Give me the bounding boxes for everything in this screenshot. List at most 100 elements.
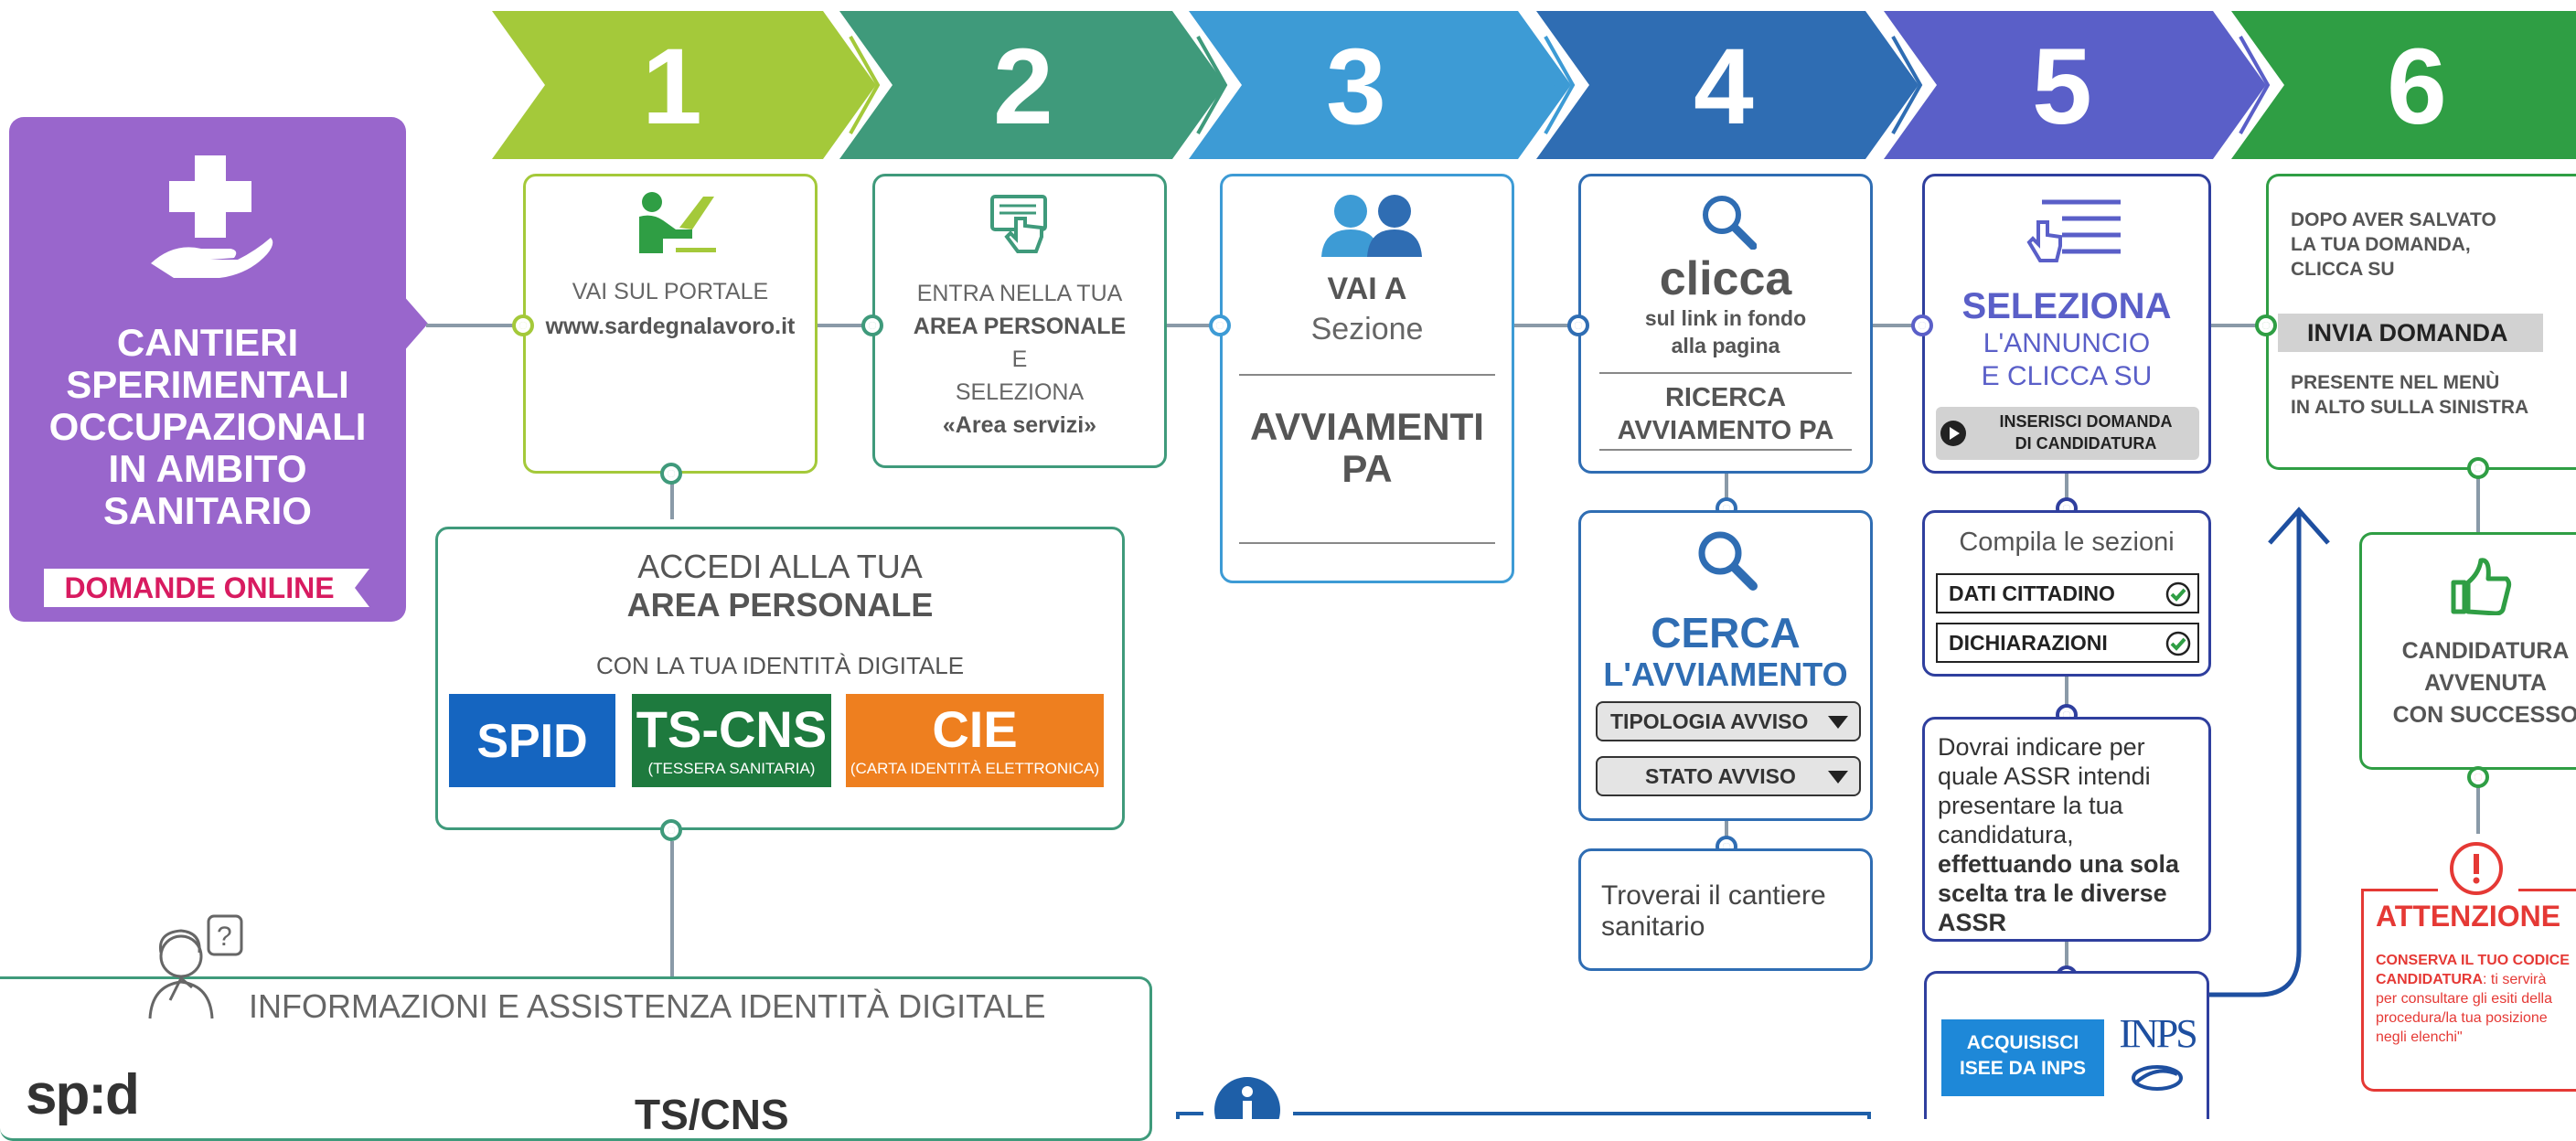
- connector: [670, 841, 674, 978]
- search-icon: [1703, 196, 1757, 250]
- step-number-1: 1: [642, 27, 702, 147]
- step-4-card-click: clicca sul link in fondo alla pagina RIC…: [1578, 174, 1873, 474]
- step-number-2: 2: [993, 27, 1053, 147]
- compila-title: Compila le sezioni: [1959, 528, 2175, 557]
- stato-avviso-select[interactable]: STATO AVVISO: [1596, 756, 1861, 796]
- attenzione-top-border: [2518, 889, 2576, 891]
- connector: [670, 474, 674, 519]
- step-2-text-3: E: [1011, 347, 1028, 372]
- info-title: INFORMAZIONI E ASSISTENZA IDENTITÀ DIGIT…: [249, 987, 1046, 1025]
- play-icon: [1940, 421, 1966, 446]
- thumbs-up-icon: [2451, 558, 2512, 615]
- cie-button[interactable]: CIE (CARTA IDENTITÀ ELETTRONICA): [846, 694, 1104, 787]
- ricerca-avviamento-link[interactable]: RICERCA: [1664, 383, 1787, 412]
- step-3-text-1: VAI A: [1327, 272, 1407, 306]
- check-icon: [2165, 581, 2191, 607]
- connector: [2476, 770, 2480, 834]
- chevron-down-icon: [1828, 716, 1848, 729]
- connector-dot: [1209, 315, 1231, 336]
- cerca-title: CERCA: [1651, 609, 1801, 656]
- check-icon: [2165, 631, 2191, 656]
- seleziona-text-2: E CLICCA SU: [1981, 361, 2153, 391]
- attenzione-top-border: [2361, 889, 2438, 891]
- step-1-text: VAI SUL PORTALE: [572, 279, 769, 304]
- connector: [426, 324, 521, 327]
- step-6-chevron: [2231, 11, 2576, 159]
- step-number-6: 6: [2387, 27, 2447, 147]
- connector-dot: [1567, 315, 1589, 336]
- ricerca-avviamento-link-2[interactable]: AVVIAMENTO PA: [1617, 416, 1834, 445]
- connector-dot: [2467, 766, 2489, 788]
- step-number-5: 5: [2032, 27, 2092, 147]
- step-5-card-select: SELEZIONA L'ANNUNCIO E CLICCA SU INSERIS…: [1922, 174, 2211, 474]
- step-2-card: ENTRA NELLA TUA AREA PERSONALE E SELEZIO…: [872, 174, 1167, 468]
- connector-dot: [1911, 315, 1933, 336]
- spid-logo: sp:d: [26, 1063, 140, 1126]
- attenzione-card: [2361, 889, 2576, 1092]
- title-card-pointer: [402, 294, 428, 353]
- warning-icon: [2450, 842, 2503, 895]
- ts-cns-button[interactable]: TS-CNS (TESSERA SANITARIA): [632, 694, 831, 787]
- info-box-right-border: [1867, 1112, 1871, 1119]
- spid-button[interactable]: SPID: [449, 694, 615, 787]
- ts-cns-heading: TS/CNS: [635, 1091, 789, 1138]
- step-1-chevron: [492, 11, 876, 159]
- step-4-card-found: Troverai il cantiere sanitario: [1578, 848, 1873, 971]
- dichiarazioni-row[interactable]: DICHIARAZIONI: [1936, 623, 2199, 663]
- acquisisci-isee-button[interactable]: ACQUISISCI ISEE DA INPS: [1941, 1019, 2104, 1096]
- step-3-chevron: [1189, 11, 1571, 159]
- step-5-card-compila: Compila le sezioni DATI CITTADINO DICHIA…: [1922, 510, 2211, 677]
- clicca-sub-2: alla pagina: [1671, 334, 1780, 357]
- access-text-1: ACCEDI ALLA TUA: [637, 548, 923, 585]
- clicca-sub-1: sul link in fondo: [1644, 306, 1807, 330]
- connector: [2065, 474, 2068, 510]
- step-5-card-isee: ACQUISISCI ISEE DA INPS INPS: [1924, 971, 2209, 1119]
- connector: [1873, 324, 1922, 327]
- connector-dot: [2255, 315, 2277, 336]
- step-5-chevron: [1884, 11, 2266, 159]
- step-4-card-search: CERCA L'AVVIAMENTO TIPOLOGIA AVVISO STAT…: [1578, 510, 1873, 821]
- step-4-chevron: [1536, 11, 1919, 159]
- chevron-down-icon: [1828, 771, 1848, 784]
- info-card: [0, 976, 1152, 1141]
- invia-domanda-button[interactable]: INVIA DOMANDA: [2278, 314, 2543, 352]
- inserisci-domanda-button[interactable]: INSERISCI DOMANDA DI CANDIDATURA: [1936, 407, 2199, 460]
- step-3-card: VAI A Sezione AVVIAMENTI PA: [1220, 174, 1514, 583]
- area-servizi-label: «Area servizi»: [942, 412, 1097, 438]
- connector: [1725, 821, 1728, 848]
- info-icon: [1214, 1077, 1280, 1119]
- step-1-card: VAI SUL PORTALE www.sardegnalavoro.it: [523, 174, 818, 474]
- connector-dot: [660, 819, 682, 841]
- seleziona-title: SELEZIONA: [1961, 286, 2172, 326]
- help-person-icon: ?: [148, 914, 243, 1019]
- cerca-title-2: L'AVVIAMENTO: [1603, 656, 1848, 693]
- list-select-icon: [2026, 199, 2121, 262]
- connector: [1514, 324, 1578, 327]
- avviamenti-pa-label: AVVIAMENTI: [1250, 405, 1484, 448]
- steps-banner: [492, 11, 2576, 159]
- return-arrow: [2206, 507, 2330, 997]
- svg-text:?: ?: [217, 922, 232, 952]
- access-text-3: CON LA TUA IDENTITÀ DIGITALE: [595, 652, 965, 679]
- attenzione-title: ATTENZIONE: [2376, 900, 2561, 933]
- connector-dot: [861, 315, 883, 336]
- access-card: ACCEDI ALLA TUA AREA PERSONALE CON LA TU…: [435, 527, 1125, 830]
- step-2-text-4: SELEZIONA: [955, 379, 1085, 405]
- dati-cittadino-row[interactable]: DATI CITTADINO: [1936, 573, 2199, 613]
- tipologia-avviso-select[interactable]: TIPOLOGIA AVVISO: [1596, 701, 1861, 741]
- people-icon: [1321, 195, 1422, 257]
- connector-dot: [2467, 457, 2489, 479]
- info-box-left-border: [1176, 1112, 1180, 1119]
- step-number-4: 4: [1694, 27, 1754, 147]
- connector: [1167, 324, 1218, 327]
- connector: [2065, 677, 2068, 717]
- sardegnalavoro-link[interactable]: www.sardegnalavoro.it: [545, 314, 796, 339]
- connector: [2476, 470, 2480, 532]
- medical-care-icon: [151, 155, 273, 278]
